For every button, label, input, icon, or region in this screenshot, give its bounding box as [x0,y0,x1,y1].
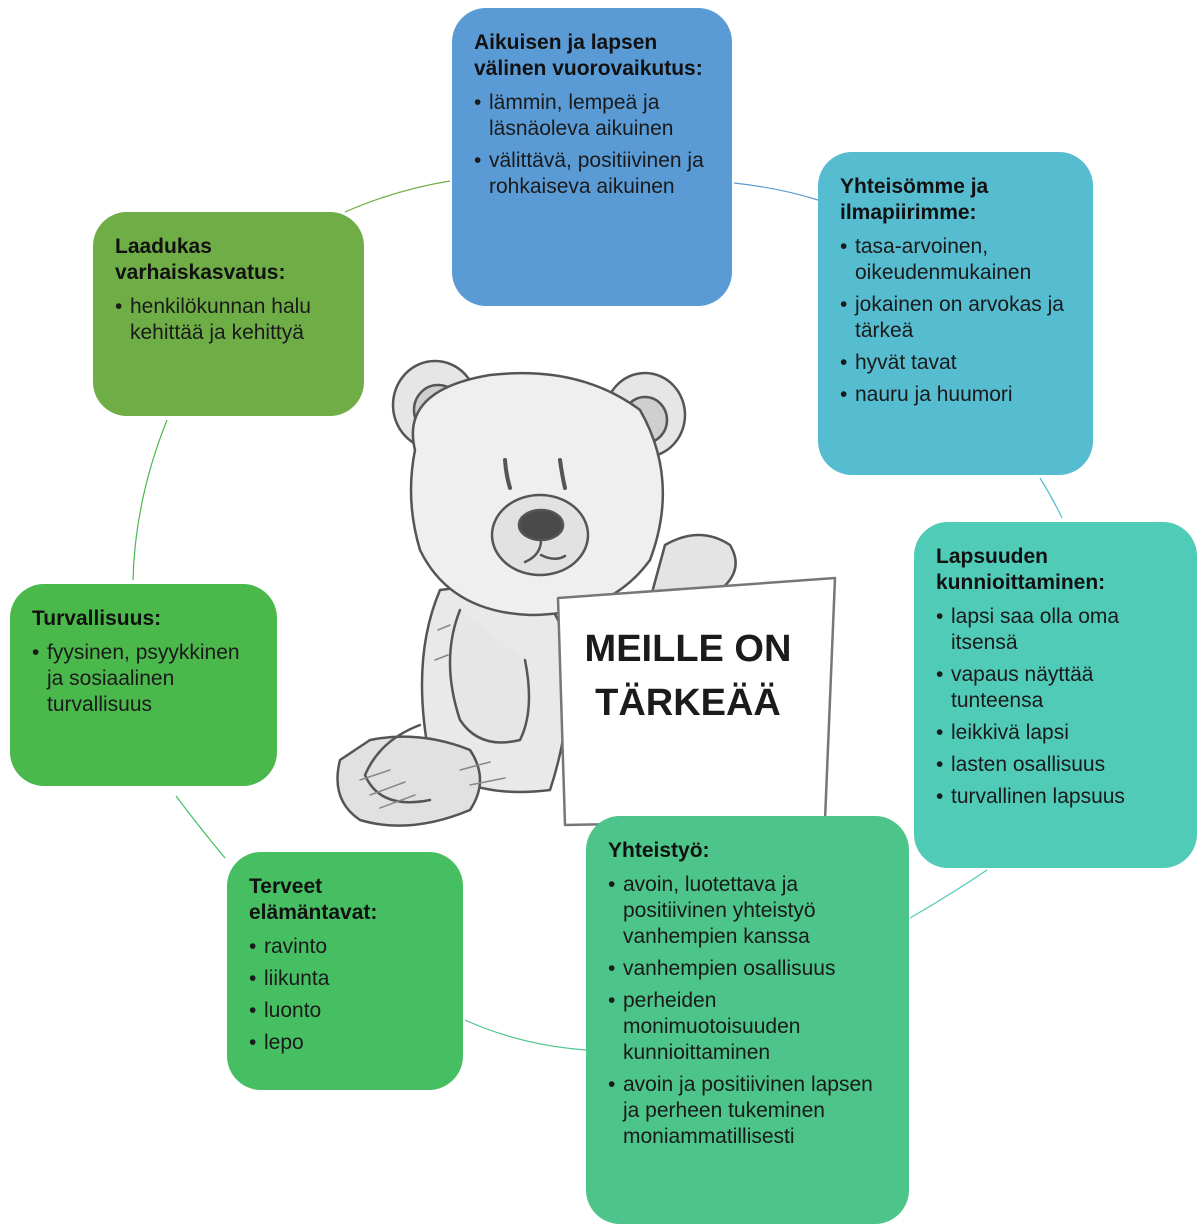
node-list: fyysinen, psyykkinen ja sosiaalinen turv… [32,640,257,718]
connector-3 [909,869,988,919]
list-item: avoin ja positiivinen lapsen ja perheen … [608,1072,889,1150]
list-item: vanhempien osallisuus [608,956,889,982]
node-title: Aikuisen ja lapsen välinen vuorovaikutus… [474,31,703,80]
list-item: lepo [249,1030,443,1056]
list-item: perheiden monimuotoisuuden kunnioittamin… [608,988,889,1066]
node-title: Turvallisuus: [32,607,162,630]
list-item: lämmin, lempeä ja läsnäoleva aikuinen [474,90,712,142]
node-list: avoin, luotettava ja positiivinen yhteis… [608,872,889,1150]
node-yhteistyo: Yhteistyö: avoin, luotettava ja positiiv… [586,816,909,1224]
list-item: hyvät tavat [840,350,1073,376]
list-item: liikunta [249,966,443,992]
node-lapsuus: Lapsuuden kunnioittaminen: lapsi saa oll… [914,522,1197,868]
teddy-bear-illustration: MEILLE ON TÄRKEÄÄ [320,330,840,850]
node-laadukas: Laadukas varhaiskasvatus: henkilökunnan … [93,212,364,416]
connector-1 [733,182,819,201]
list-item: välittävä, positiivinen ja rohkaiseva ai… [474,148,712,200]
list-item: tasa-arvoinen, oikeudenmukainen [840,234,1073,286]
list-item: ravinto [249,934,443,960]
teddy-bear-icon [336,359,837,827]
node-elamantavat: Terveet elämäntavat: ravinto liikunta lu… [227,852,463,1090]
node-title: Yhteistyö: [608,839,710,862]
connector-2 [1039,477,1063,519]
node-list: tasa-arvoinen, oikeudenmukainen jokainen… [840,234,1073,408]
node-vuorovaikutus: Aikuisen ja lapsen välinen vuorovaikutus… [452,8,732,306]
node-list: ravinto liikunta luonto lepo [249,934,443,1056]
node-turvallisuus: Turvallisuus: fyysinen, psyykkinen ja so… [10,584,277,786]
list-item: avoin, luotettava ja positiivinen yhteis… [608,872,889,950]
list-item: nauru ja huumori [840,382,1073,408]
list-item: henkilökunnan halu kehittää ja kehittyä [115,294,344,346]
node-list: lämmin, lempeä ja läsnäoleva aikuinen vä… [474,90,712,200]
list-item: fyysinen, psyykkinen ja sosiaalinen turv… [32,640,257,718]
node-yhteiso: Yhteisömme ja ilmapiirimme: tasa-arvoine… [818,152,1093,475]
connector-5 [175,795,226,859]
connector-7 [344,180,451,213]
node-title: Laadukas varhaiskasvatus: [115,235,286,284]
list-item: luonto [249,998,443,1024]
connector-4 [464,1019,587,1051]
list-item: turvallinen lapsuus [936,784,1177,810]
node-list: lapsi saa olla oma itsensä vapaus näyttä… [936,604,1177,810]
node-list: henkilökunnan halu kehittää ja kehittyä [115,294,344,346]
node-title: Yhteisömme ja ilmapiirimme: [840,175,989,224]
center-sign-text: MEILLE ON TÄRKEÄÄ [584,628,792,724]
list-item: vapaus näyttää tunteensa [936,662,1177,714]
list-item: lasten osallisuus [936,752,1177,778]
node-title: Terveet elämäntavat: [249,875,378,924]
node-title: Lapsuuden kunnioittaminen: [936,545,1106,594]
connector-6 [132,419,168,581]
list-item: leikkivä lapsi [936,720,1177,746]
list-item: jokainen on arvokas ja tärkeä [840,292,1073,344]
list-item: lapsi saa olla oma itsensä [936,604,1177,656]
